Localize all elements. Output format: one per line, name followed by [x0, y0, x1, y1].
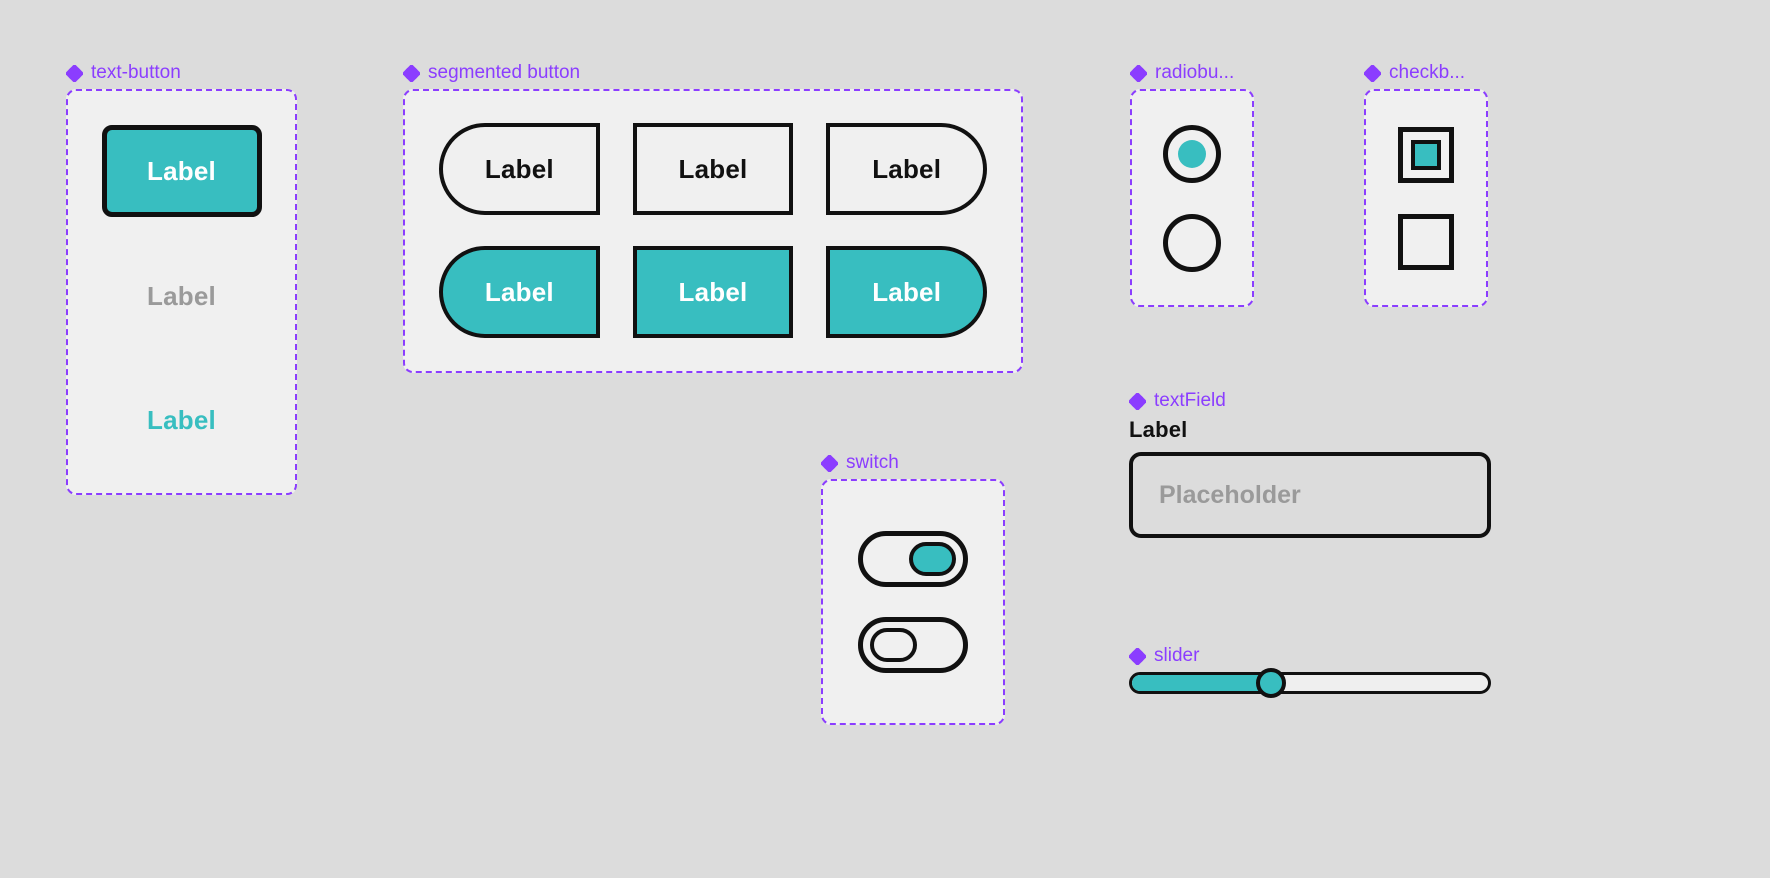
component-diamond-icon [403, 64, 420, 82]
component-name: textField [1154, 390, 1226, 411]
component-label-switch: switch [821, 452, 1005, 474]
switch-knob-icon [909, 542, 956, 576]
checkbox-frame [1364, 89, 1488, 307]
segmented-row-selected: Label Label Label [439, 246, 988, 338]
component-label-text-field: textField [1129, 390, 1491, 412]
segment-unselected-1[interactable]: Label [439, 123, 600, 215]
radio-button-selected[interactable] [1163, 124, 1221, 183]
component-name: segmented button [428, 62, 581, 83]
segmented-row-unselected: Label Label Label [439, 123, 988, 215]
text-button-filled[interactable]: Label [101, 125, 262, 217]
component-name: switch [846, 452, 899, 473]
switch-on[interactable] [858, 531, 968, 587]
radio-button-frame [1130, 89, 1254, 307]
component-diamond-icon [1364, 64, 1381, 82]
component-name: checkb... [1389, 62, 1466, 83]
slider-track[interactable] [1129, 668, 1491, 698]
component-radio-button: radiobu... [1130, 62, 1254, 307]
checkbox-mark-icon [1411, 139, 1441, 170]
segment-selected-2[interactable]: Label [632, 246, 794, 338]
component-label-slider: slider [1129, 645, 1491, 667]
slider-fill [1132, 675, 1271, 691]
component-name: text-button [91, 62, 181, 83]
switch-off[interactable] [858, 617, 968, 673]
component-slider: slider [1129, 645, 1491, 698]
checkbox-checked[interactable] [1398, 126, 1454, 183]
component-label-checkbox: checkb... [1364, 62, 1488, 84]
text-button-disabled: Label [147, 280, 216, 311]
component-switch: switch [821, 452, 1005, 725]
text-field-label: Label [1129, 417, 1188, 442]
segment-selected-3[interactable]: Label [826, 246, 988, 338]
component-diamond-icon [1130, 64, 1147, 82]
segment-selected-1[interactable]: Label [439, 246, 600, 338]
component-label-radio-button: radiobu... [1130, 62, 1254, 84]
component-diamond-icon [1129, 392, 1146, 410]
text-field-input[interactable] [1129, 452, 1491, 538]
switch-knob-icon [870, 628, 917, 662]
checkbox-unchecked[interactable] [1398, 213, 1454, 270]
component-name: radiobu... [1155, 62, 1235, 83]
component-diamond-icon [1129, 647, 1146, 665]
text-button-text[interactable]: Label [147, 404, 216, 435]
component-label-text-button: text-button [66, 62, 297, 84]
component-text-button: text-button Label Label Label [66, 62, 297, 495]
component-diamond-icon [821, 454, 838, 472]
component-checkbox: checkb... [1364, 62, 1488, 307]
component-name: slider [1154, 645, 1200, 666]
segmented-button-frame: Label Label Label Label Label Label [403, 89, 1023, 373]
segment-unselected-2[interactable]: Label [632, 123, 794, 215]
component-segmented-button: segmented button Label Label Label Label… [403, 62, 1023, 373]
component-text-field: textField Label [1129, 390, 1491, 538]
component-diamond-icon [66, 64, 83, 82]
text-button-frame: Label Label Label [66, 89, 297, 495]
radio-button-unselected[interactable] [1163, 213, 1221, 272]
component-label-segmented-button: segmented button [403, 62, 1023, 84]
slider-thumb[interactable] [1255, 668, 1286, 698]
radio-dot-icon [1178, 139, 1206, 168]
segment-unselected-3[interactable]: Label [826, 123, 988, 215]
switch-frame [821, 479, 1005, 725]
